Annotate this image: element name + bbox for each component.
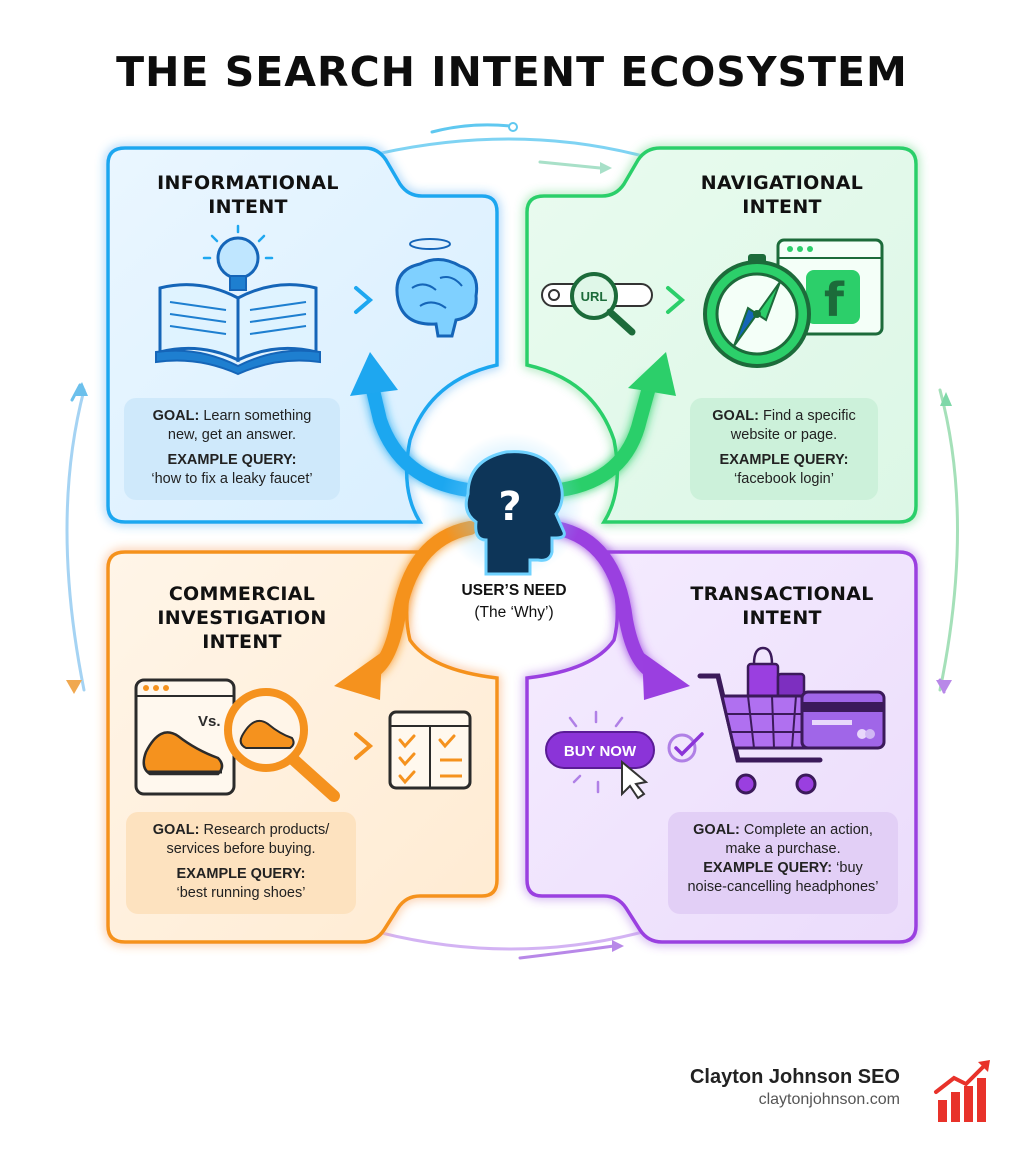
commercial-title-line2: INVESTIGATION — [157, 607, 327, 629]
example-query: ‘how to fix a leaky faucet’ — [151, 471, 313, 487]
goal-text: website or page. — [730, 427, 838, 443]
url-text: URL — [581, 289, 608, 304]
goal-text: make a purchase. — [725, 841, 841, 857]
navigational-title: NAVIGATIONAL INTENT — [640, 171, 924, 219]
navigational-title-line2: INTENT — [742, 196, 822, 218]
navigational-title-line1: NAVIGATIONAL — [700, 172, 864, 194]
example-query: ‘buy — [836, 860, 863, 876]
buy-now-button-icon: BUY NOW — [545, 710, 655, 800]
example-query: ‘facebook login’ — [734, 471, 834, 487]
goal-box-bg-transactional — [668, 812, 898, 914]
goal-box-bg-commercial — [126, 812, 356, 914]
check-icon — [667, 732, 704, 763]
credit-card-icon — [800, 690, 886, 750]
example-label: EXAMPLE QUERY: — [176, 866, 306, 882]
page-title: THE SEARCH INTENT ECOSYSTEM — [116, 48, 908, 96]
commercial-goal-box: GOAL: Research products/ services before… — [126, 812, 356, 914]
url-search-icon: URL — [541, 272, 653, 336]
goal-label: GOAL: — [152, 822, 200, 838]
compass-icon — [703, 254, 811, 368]
svg-text:BUY NOW: BUY NOW — [564, 743, 637, 760]
center-label: USER’S NEED (The ‘Why’) — [426, 580, 602, 624]
chevron-right-icon — [354, 286, 374, 314]
goal-text: Research products/ — [203, 822, 330, 838]
goal-label: GOAL: — [152, 408, 200, 424]
example-label: EXAMPLE QUERY: — [167, 452, 297, 468]
informational-goal-box: GOAL: Learn something new, get an answer… — [124, 398, 340, 500]
goal-text: Complete an action, — [743, 822, 873, 838]
informational-title: INFORMATIONAL INTENT — [110, 171, 386, 219]
commercial-title-line3: INTENT — [202, 631, 282, 653]
example-query: ‘best running shoes’ — [176, 885, 306, 901]
commercial-title-line1: COMMERCIAL — [168, 583, 316, 605]
arrow-to-transactional — [549, 521, 690, 700]
goal-box-bg-informational — [124, 398, 340, 500]
transactional-goal-box: GOAL: Complete an action, make a purchas… — [668, 812, 898, 914]
center-label-line2: (The ‘Why’) — [474, 604, 554, 621]
svg-text:?: ? — [498, 484, 521, 530]
informational-title-line1: INFORMATIONAL — [157, 172, 339, 194]
brand-site: claytonjohnson.com — [758, 1091, 900, 1108]
cycle-arrowheads-icon — [66, 162, 952, 952]
head-question-icon: ? — [440, 433, 584, 577]
center-label-line1: USER’S NEED — [461, 582, 567, 599]
magnifier-shoe-icon — [224, 688, 340, 802]
open-book-lightbulb-icon — [155, 224, 321, 376]
example-label: EXAMPLE QUERY: — [719, 452, 849, 468]
transactional-title: TRANSACTIONAL INTENT — [640, 582, 924, 630]
brain-icon — [395, 238, 479, 338]
goal-text: services before buying. — [166, 841, 316, 857]
chevron-right-green-icon — [666, 286, 686, 314]
goal-box-bg-navigational — [690, 398, 878, 500]
transactional-title-line1: TRANSACTIONAL — [690, 583, 874, 605]
arrow-to-commercial — [334, 521, 477, 700]
goal-label: GOAL: — [712, 408, 759, 424]
commercial-title: COMMERCIAL INVESTIGATION INTENT — [112, 582, 372, 654]
branding: Clayton Johnson SEO claytonjohnson.com — [690, 1066, 900, 1109]
goal-text: Learn something — [203, 408, 312, 424]
goal-text: new, get an answer. — [167, 427, 297, 443]
goal-label: GOAL: — [693, 822, 740, 838]
example-query: noise-cancelling headphones’ — [687, 879, 879, 895]
svg-text:f: f — [824, 273, 845, 327]
vs-text: Vs. — [198, 713, 221, 730]
goal-text: Find a specific — [763, 408, 856, 424]
navigational-goal-box: GOAL: Find a specific website or page. E… — [690, 398, 878, 500]
informational-title-line2: INTENT — [208, 196, 288, 218]
transactional-title-line2: INTENT — [742, 607, 822, 629]
shoe-comparison-icon: Vs. — [134, 678, 236, 796]
chevron-right-orange-icon — [354, 732, 374, 760]
checklist-icon — [388, 710, 472, 790]
bar-chart-trend-icon — [934, 1060, 990, 1122]
brand-name: Clayton Johnson SEO — [689, 1066, 900, 1088]
example-label: EXAMPLE QUERY: — [703, 860, 833, 876]
